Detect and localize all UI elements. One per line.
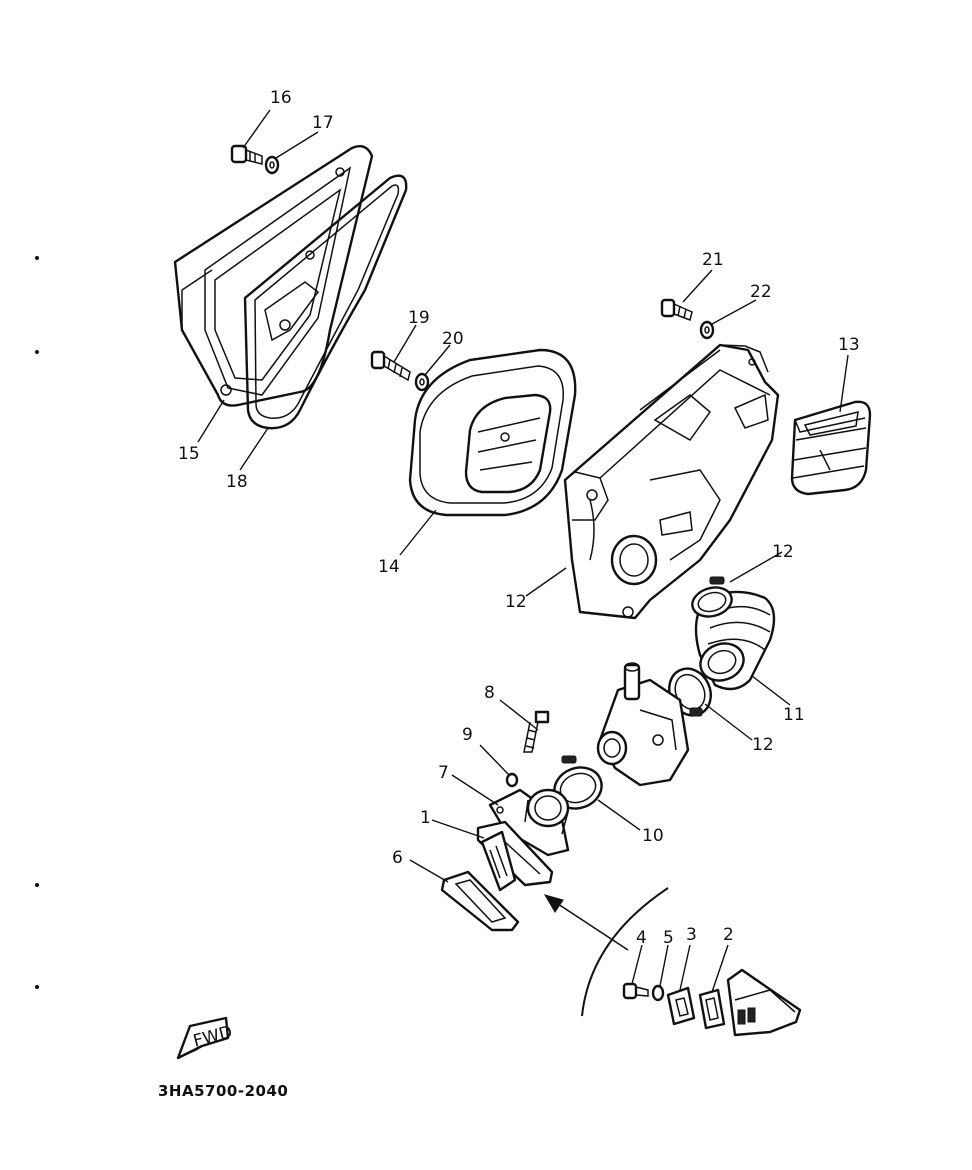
callout-3: 3 [686,925,697,945]
diagram-code: 3HA5700-2040 [158,1082,288,1100]
gasket-part-19 [243,174,408,430]
washer-part-21 [414,372,430,392]
reed-valve-body-part-2 [726,968,802,1037]
screw-part-4 [622,982,649,1000]
callout-6: 6 [392,848,403,868]
callout-7: 7 [438,763,449,783]
callout-18: 17 [312,113,334,133]
callout-13: 12 [505,592,527,612]
screw-part-17 [230,144,263,165]
callout-12-lower: 12 [752,735,774,755]
callout-11: 11 [783,705,805,725]
washer-part-5 [651,984,665,1002]
callout-1: 1 [420,808,431,828]
callout-10: 10 [642,826,664,846]
reed-valve-part-2 [698,988,726,1030]
margin-dots [35,256,39,989]
bolt-part-22 [660,298,693,321]
callout-21: 20 [442,329,464,349]
air-filter-element-part-15 [408,348,577,517]
reed-stopper-part-3 [666,986,696,1026]
callout-20: 19 [408,308,430,328]
callout-9: 9 [462,725,473,745]
callout-16: 15 [178,444,200,464]
forward-direction-icon: FWD [176,1016,235,1060]
callout-22: 21 [702,250,724,270]
callout-2: 2 [723,925,734,945]
washer-part-18 [264,155,280,175]
carburetor [596,662,690,787]
reed-valve-assembly-part-1 [476,820,554,892]
intake-manifold-part-7 [488,788,570,857]
leader-lines [197,109,849,993]
callout-5: 5 [663,928,674,948]
callout-numbers: 16 17 15 18 19 20 14 12 21 22 13 12 11 1… [178,88,860,948]
bolt-part-20 [370,350,411,382]
bolt-part-8 [523,710,550,753]
washer-part-9 [505,772,519,788]
callout-12-upper: 12 [772,542,794,562]
callout-15: 14 [378,557,400,577]
arrow-head [543,894,564,913]
callout-14: 13 [838,335,860,355]
clamp-part-12-upper [691,576,733,618]
callout-4: 4 [636,928,647,948]
intake-duct-part-14 [790,400,872,496]
callout-8: 8 [484,683,495,703]
callout-17: 16 [270,88,292,108]
gasket-part-6 [440,870,520,932]
air-filter-case-part-13 [563,343,780,620]
washer-part-23 [699,320,715,340]
callout-19: 18 [226,472,248,492]
inset-bracket [543,887,669,1017]
callout-23: 22 [750,282,772,302]
